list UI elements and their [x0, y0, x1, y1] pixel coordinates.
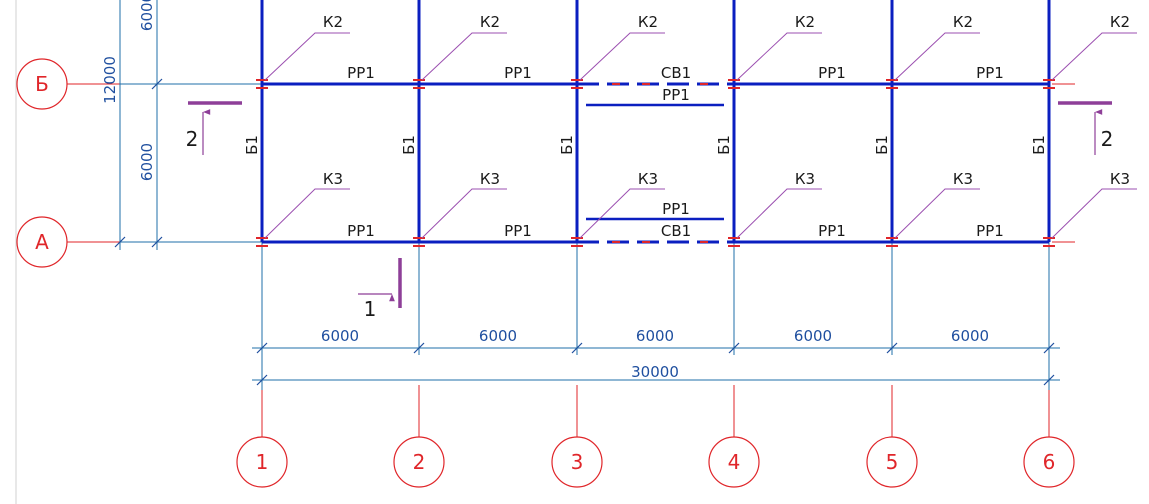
column-label-k2-5: К2 [953, 13, 973, 31]
beam-label-b-4: РР1 [818, 64, 846, 82]
column-label-k2-6: К2 [1110, 13, 1130, 31]
column-label-k3-5: К3 [953, 170, 973, 188]
column-axis-bubble-6: 6 [1023, 436, 1075, 488]
column-axis-label-1: 1 [256, 450, 269, 474]
row-axis-label-a: А [35, 230, 49, 254]
column-axis-label-3: 3 [571, 450, 584, 474]
beam-label-b-3: СВ1 [661, 64, 691, 82]
column-axis-bubble-3: 3 [551, 436, 603, 488]
column-label-k2-4: К2 [795, 13, 815, 31]
column-label-k2-1: К2 [323, 13, 343, 31]
dim-row-spacing: 6000 [138, 143, 156, 181]
cross-beam-label-6: Б1 [1030, 135, 1048, 155]
dim-bay-3: 6000 [636, 327, 674, 345]
section-mark-2-left: 2 [186, 101, 242, 155]
dim-bay-1: 6000 [321, 327, 359, 345]
beam-label-a-2: РР1 [504, 222, 532, 240]
row-axis-bubble-b: Б [16, 58, 68, 110]
leader-lines [264, 32, 1137, 239]
section-label-2-right: 2 [1101, 127, 1114, 151]
column-label-k3-3: К3 [638, 170, 658, 188]
dimension-ticks [114, 78, 1055, 386]
column-axis-label-4: 4 [728, 450, 741, 474]
beam-label-b-3-inner: РР1 [662, 86, 690, 104]
cross-beam-label-1: Б1 [243, 135, 261, 155]
cross-beam-label-2: Б1 [400, 135, 418, 155]
beam-label-b-5: РР1 [976, 64, 1004, 82]
beam-label-a-1: РР1 [347, 222, 375, 240]
dim-top-fragment: 6000 [138, 0, 156, 31]
beam-label-a-4: РР1 [818, 222, 846, 240]
column-label-k3-6: К3 [1110, 170, 1130, 188]
column-axis-bubble-1: 1 [236, 436, 288, 488]
column-axis-label-2: 2 [413, 450, 426, 474]
column-label-k3-2: К3 [480, 170, 500, 188]
dim-total-depth: 12000 [101, 56, 119, 104]
column-axis-lines [261, 385, 1050, 437]
row-axis-lines [66, 83, 1075, 243]
column-nodes [256, 79, 1055, 247]
column-label-k3-4: К3 [795, 170, 815, 188]
beam-label-a-3: СВ1 [661, 222, 691, 240]
cross-beam-label-5: Б1 [873, 135, 891, 155]
column-axis-bubble-2: 2 [393, 436, 445, 488]
column-axis-label-5: 5 [886, 450, 899, 474]
section-label-2-left: 2 [186, 127, 199, 151]
beam-label-a-5: РР1 [976, 222, 1004, 240]
dim-total-length: 30000 [631, 363, 679, 381]
cross-beam-label-4: Б1 [715, 135, 733, 155]
frame-structure [260, 0, 1051, 244]
section-mark-1: 1 [358, 258, 402, 321]
column-axis-bubble-4: 4 [708, 436, 760, 488]
dim-bay-5: 6000 [951, 327, 989, 345]
row-axis-bubble-a: А [16, 216, 68, 268]
section-label-1: 1 [364, 297, 377, 321]
column-label-k3-1: К3 [323, 170, 343, 188]
column-axis-bubble-5: 5 [866, 436, 918, 488]
extension-lines [119, 0, 1060, 390]
tie-beam-gaps [612, 83, 708, 243]
column-label-k2-2: К2 [480, 13, 500, 31]
column-label-k2-3: К2 [638, 13, 658, 31]
row-axis-label-b: Б [35, 72, 49, 96]
beam-label-b-1: РР1 [347, 64, 375, 82]
beam-label-b-2: РР1 [504, 64, 532, 82]
cross-beam-label-3: Б1 [558, 135, 576, 155]
section-mark-2-right: 2 [1058, 101, 1114, 155]
dim-bay-2: 6000 [479, 327, 517, 345]
column-axis-label-6: 6 [1043, 450, 1056, 474]
beam-label-a-3-inner: РР1 [662, 200, 690, 218]
dim-bay-4: 6000 [794, 327, 832, 345]
